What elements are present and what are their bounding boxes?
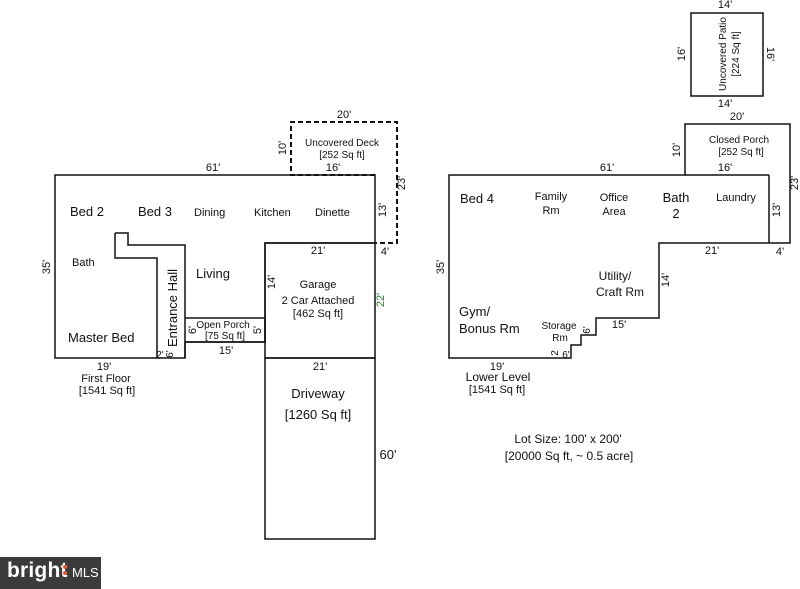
ll-dim-laundry-step: 13' [771, 203, 783, 217]
bright-mls-logo: bright MLS [0, 557, 101, 589]
ll-dim-porch-right: 23' [789, 176, 800, 190]
ll-dim-left: 35' [435, 260, 447, 274]
room-label-office-2: Area [602, 206, 626, 218]
room-label-gym-1: Gym/ [459, 304, 490, 319]
logo-dots-icon [63, 565, 69, 577]
room-label-storage-2: Rm [552, 333, 568, 344]
lot-size: Lot Size: 100' x 200' [514, 432, 621, 446]
dim-left: 35' [41, 260, 53, 274]
room-label-laundry: Laundry [716, 192, 756, 204]
first-floor-area: [1541 Sq ft] [79, 385, 135, 397]
garage-area: [462 Sq ft] [293, 308, 343, 320]
dim-bottom: 19' [97, 361, 111, 373]
room-label-office-1: Office [600, 192, 629, 204]
patio-dim-right: 16' [764, 47, 776, 61]
entrance-hall-walls [114, 232, 186, 358]
dim-step-6: 6' [165, 350, 176, 358]
ll-dim-step-21: 21' [705, 245, 719, 257]
room-label-dinette: Dinette [315, 207, 350, 219]
room-label-patio: Uncovered Patio [718, 17, 729, 91]
ll-dim-porch-bottom: 16' [718, 162, 732, 174]
room-label-bath: Bath [72, 257, 95, 269]
lower-level-caption: Lower Level [466, 370, 531, 384]
uncovered-patio-outline [690, 12, 764, 97]
room-label-closed-porch: Closed Porch [709, 135, 769, 146]
first-floor-caption: First Floor [81, 373, 131, 385]
room-label-living: Living [196, 266, 230, 281]
dim-porch-left: 6' [187, 326, 199, 334]
ll-dim-step-4: 4' [776, 246, 784, 258]
garage-description: 2 Car Attached [282, 295, 355, 307]
dim-deck-right: 23' [396, 176, 408, 190]
driveway-outline [264, 357, 376, 540]
room-label-kitchen: Kitchen [254, 207, 291, 219]
room-label-bath2-1: Bath [663, 190, 690, 205]
room-label-dining: Dining [194, 207, 225, 219]
ll-dim-bottom: 19' [490, 361, 504, 373]
dim-driveway-top: 21' [313, 361, 327, 373]
patio-dim-left: 16' [676, 47, 688, 61]
dim-deck-side: 10' [277, 141, 289, 155]
dim-porch-bottom: 15' [219, 345, 233, 357]
lower-level-plan: Bed 4 Family Rm Office Area Bath 2 Laund… [435, 0, 800, 396]
ll-dim-step-6: 6' [562, 350, 570, 361]
logo-suffix-text: MLS [72, 565, 99, 580]
ll-dim-step-2: 2 [550, 350, 561, 356]
room-label-gym-2: Bonus Rm [459, 321, 520, 336]
lot-area: [20000 Sq ft, ~ 0.5 acre] [505, 449, 633, 463]
room-label-garage: Garage [300, 279, 337, 291]
patio-dim-top: 14' [718, 0, 732, 11]
dim-deck-bottom: 16' [326, 162, 340, 174]
room-label-family-1: Family [535, 191, 568, 203]
ll-dim-porch-top: 20' [730, 111, 744, 123]
first-floor-plan: Bed 2 Bed 3 Dining Kitchen Dinette Bath … [41, 109, 408, 540]
room-label-family-2: Rm [542, 205, 559, 217]
room-label-bed4: Bed 4 [460, 191, 494, 206]
dim-step-4: 4' [381, 246, 389, 258]
dim-driveway-right: 60' [380, 447, 397, 462]
room-label-utility-1: Utility/ [599, 269, 632, 283]
lower-level-outline [448, 123, 791, 359]
room-label-bed2: Bed 2 [70, 204, 104, 219]
closed-porch-area: [252 Sq ft] [718, 147, 764, 158]
dim-deck-top: 20' [337, 109, 351, 121]
ll-dim-porch-side: 10' [671, 143, 683, 157]
patio-area: [224 Sq ft] [731, 31, 742, 77]
deck-area: [252 Sq ft] [319, 150, 365, 161]
driveway-area: [1260 Sq ft] [285, 407, 352, 422]
dim-kitchen-step: 13' [377, 203, 389, 217]
room-label-bed3: Bed 3 [138, 204, 172, 219]
dim-porch-right: 5' [252, 326, 264, 334]
ll-dim-utility-bottom: 15' [612, 319, 626, 331]
room-label-open-porch: Open Porch [196, 320, 249, 331]
room-label-master-bed: Master Bed [68, 330, 134, 345]
dim-garage-right: 22' [375, 293, 387, 307]
dim-garage-left: 14' [266, 275, 278, 289]
room-label-deck: Uncovered Deck [305, 138, 380, 149]
room-label-storage-1: Storage [541, 321, 576, 332]
patio-dim-bottom: 14' [718, 98, 732, 110]
dim-step-2: 2' [156, 350, 164, 361]
ll-dim-utility-side: 14' [660, 273, 672, 287]
room-label-utility-2: Craft Rm [596, 285, 644, 299]
logo-brand-text: bright [7, 559, 68, 582]
room-label-bath2-2: 2 [672, 206, 679, 221]
dim-top: 61' [206, 162, 220, 174]
room-label-driveway: Driveway [291, 386, 345, 401]
ll-dim-top: 61' [600, 162, 614, 174]
dim-garage-top: 21' [311, 245, 325, 257]
lower-level-area: [1541 Sq ft] [469, 384, 525, 396]
ll-dim-storage-side: 6' [582, 326, 593, 334]
open-porch-area: [75 Sq ft] [205, 331, 245, 342]
room-label-entrance-hall: Entrance Hall [165, 269, 180, 347]
